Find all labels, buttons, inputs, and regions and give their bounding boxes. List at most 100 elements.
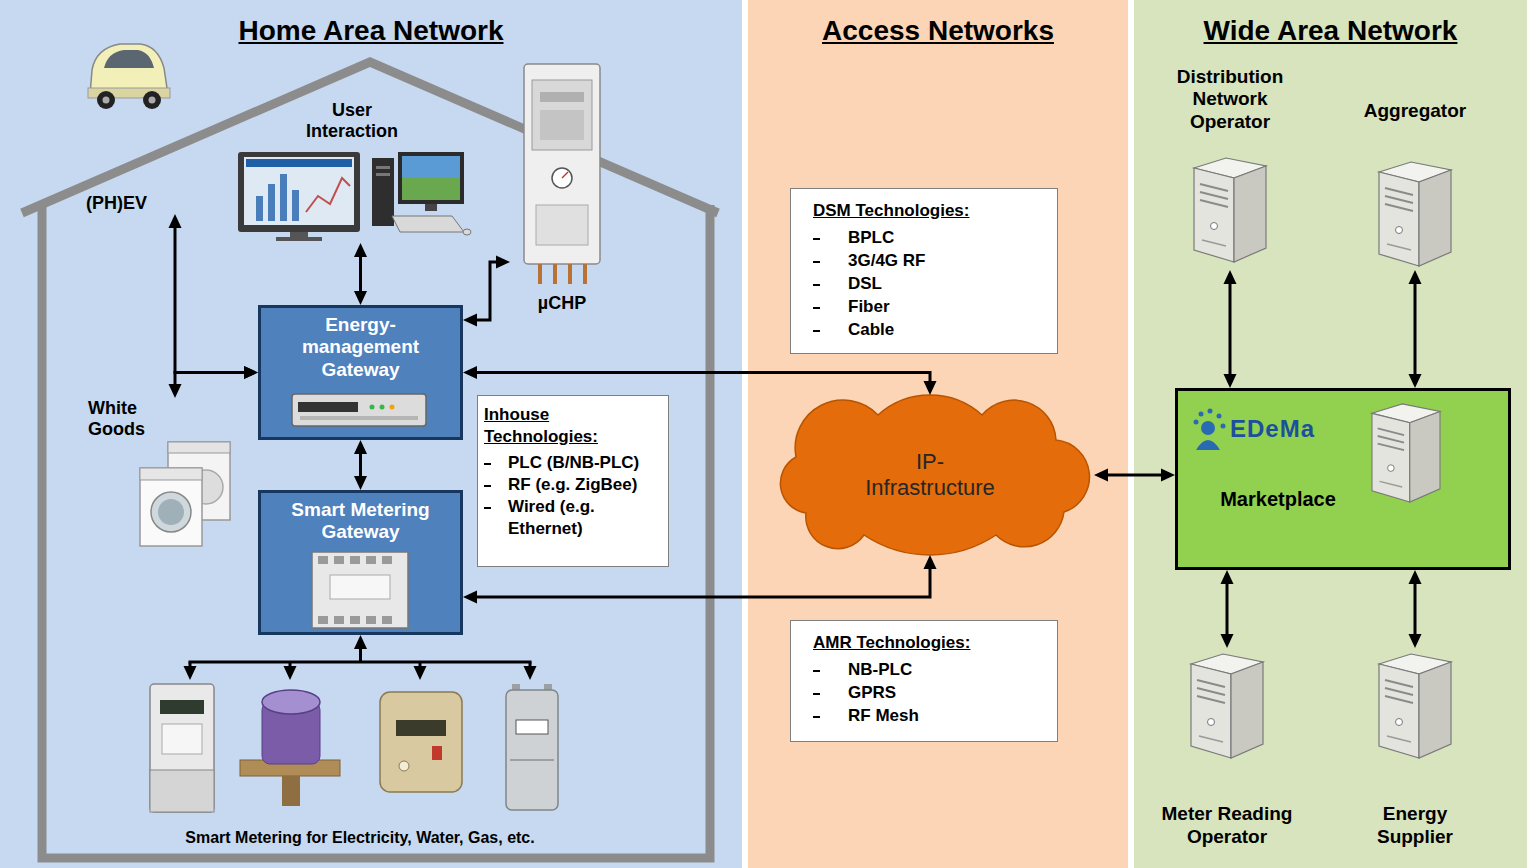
arrow-head (1221, 570, 1234, 584)
connector (1224, 270, 1237, 388)
pc-illustration (402, 178, 460, 200)
list-item: Fiber (813, 295, 1051, 318)
arrow-head (284, 666, 297, 680)
connector (1409, 270, 1422, 388)
connector-line (474, 262, 499, 320)
list-entry: PLC (B/NB-PLC) (508, 452, 664, 474)
chp-illustration (532, 80, 592, 150)
band-title: Wide Area Network (1134, 14, 1527, 47)
server-icon (1191, 654, 1263, 758)
pc-illustration (425, 204, 437, 211)
metering-gateway-device (334, 616, 344, 624)
arrow-head (924, 555, 937, 569)
label: µCHP (510, 293, 614, 314)
list-entry: RF (e.g. ZigBee) (508, 474, 664, 496)
connector-line (1105, 474, 1164, 477)
metering-gateway-device (366, 556, 376, 564)
gateway-device (380, 405, 385, 410)
list-item: RF (e.g. ZigBee) (484, 474, 664, 496)
connector-line (190, 661, 530, 664)
text-slot: Smart Metering Gateway (278, 499, 443, 544)
arrow-head (463, 366, 477, 379)
list-heading: DSM Technologies: (813, 199, 1051, 222)
chp-illustration (524, 64, 600, 284)
gas-meter (506, 684, 558, 810)
heat-meter (399, 761, 409, 771)
marketplace-box: EDeMaMarketplace (1175, 388, 1511, 570)
arrow-head (1409, 634, 1422, 648)
connector-line (1414, 281, 1417, 377)
connector-line (359, 254, 362, 294)
gas-meter (516, 720, 548, 734)
monitor-illustration (246, 159, 352, 167)
metering-gateway-device (366, 616, 376, 624)
list-dash (813, 716, 820, 718)
logo-text: EDeMa (1230, 415, 1340, 443)
list-dash (813, 693, 820, 695)
list-dash (813, 670, 820, 672)
list-dash (813, 307, 820, 309)
white-goods-illustration (140, 442, 230, 546)
list-dash (813, 330, 820, 332)
monitor-illustration (276, 237, 322, 241)
list-entry: DSL (848, 272, 1051, 295)
car-illustration (143, 91, 161, 109)
gateway-device (390, 405, 395, 410)
list-item: Cable (813, 318, 1051, 341)
connector-line (175, 225, 247, 373)
arrow-head (1409, 270, 1422, 284)
house-outline (42, 203, 710, 858)
metering-gateway-device (318, 556, 328, 564)
electricity-meter (160, 700, 204, 714)
label: Distribution Network Operator (1160, 66, 1300, 133)
technology-box: Inhouse Technologies:PLC (B/NB-PLC)RF (e… (477, 395, 669, 567)
text-slot: Aggregator (1330, 100, 1500, 122)
gateway-device (292, 394, 426, 426)
list-dash (484, 507, 491, 509)
list-item: BPLC (813, 226, 1051, 249)
metering-gateway-device (330, 575, 390, 599)
list-heading: AMR Technologies: (813, 631, 1051, 654)
server-icon (1372, 404, 1440, 502)
heat-meter (432, 746, 442, 760)
list-entry: RF Mesh (848, 704, 1051, 727)
connector-line (359, 451, 362, 479)
edema-logo (1194, 420, 1199, 425)
arrow-head (354, 243, 367, 257)
list-item: PLC (B/NB-PLC) (484, 452, 664, 474)
band-title: Access Networks (748, 14, 1128, 47)
chp-illustration (552, 168, 572, 188)
list-item: GPRS (813, 681, 1051, 704)
text-slot: Wide Area Network (1134, 14, 1527, 47)
edema-logo (1208, 409, 1213, 414)
text-slot: Home Area Network (0, 14, 742, 47)
edema-logo (1221, 424, 1226, 429)
arrow-head (184, 666, 197, 680)
text-slot: White Goods (88, 398, 156, 440)
edema-logo (1199, 412, 1204, 417)
technology-box: DSM Technologies:BPLC3G/4G RFDSLFiberCab… (790, 188, 1058, 354)
arrow-head (1224, 270, 1237, 284)
pc-illustration (463, 229, 471, 235)
list-item: Wired (e.g. Ethernet) (484, 496, 664, 540)
car-illustration (90, 44, 168, 95)
chp-illustration (562, 172, 568, 178)
arrow-head (1094, 469, 1108, 482)
connector (463, 366, 937, 395)
monitor-illustration (238, 152, 360, 241)
water-meter (240, 690, 340, 806)
heat-meter (380, 692, 462, 792)
server-icon (1379, 654, 1451, 758)
connector-line (474, 373, 930, 385)
metering-gateway-device (334, 556, 344, 564)
monitor-illustration (238, 152, 360, 232)
car-illustration (149, 97, 156, 104)
arrow-head (169, 384, 182, 398)
chp-illustration (583, 264, 587, 284)
cloud-label: IP- Infrastructure (855, 449, 1005, 501)
text-slot: µCHP (510, 293, 614, 314)
pc-illustration (398, 152, 464, 204)
chp-illustration (524, 64, 600, 264)
arrow-head (1409, 374, 1422, 388)
arrow-head (924, 381, 937, 395)
